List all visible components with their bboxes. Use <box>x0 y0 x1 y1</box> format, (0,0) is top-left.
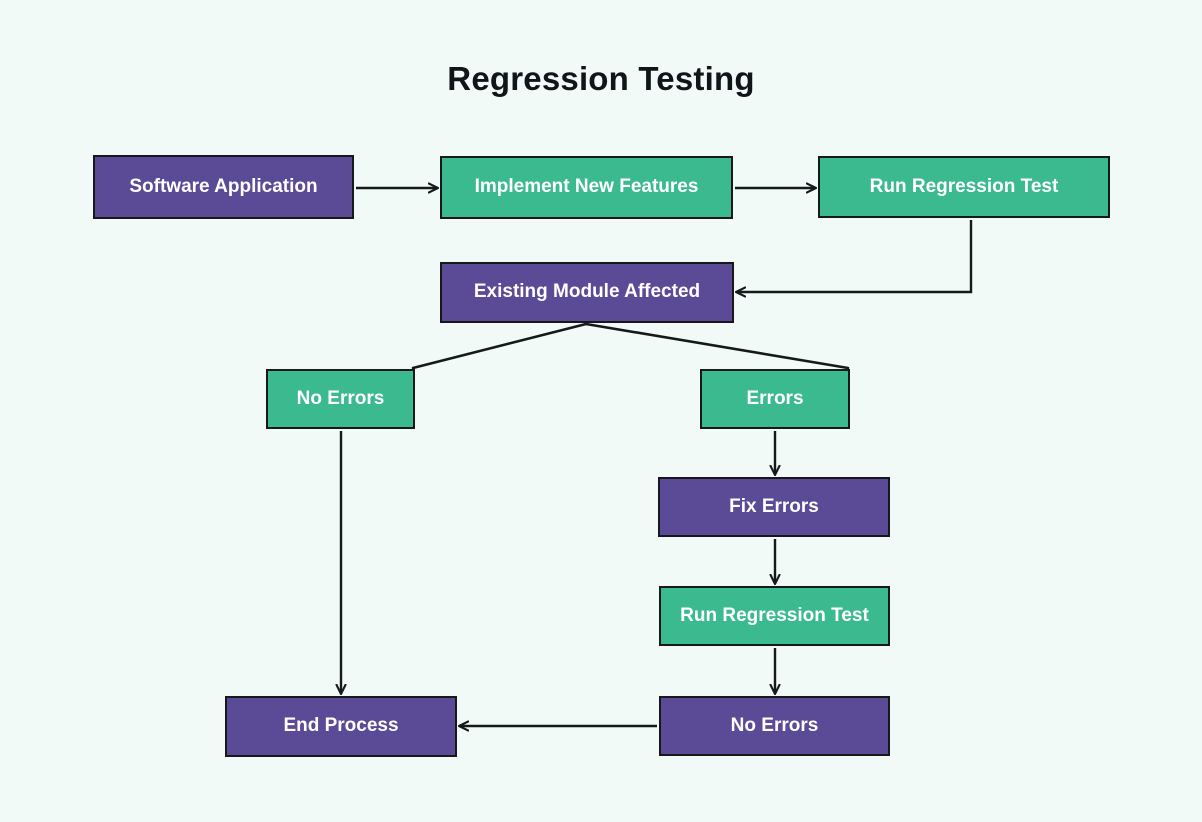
node-no-errors-bottom[interactable]: No Errors <box>659 696 890 756</box>
node-end-process[interactable]: End Process <box>225 696 457 757</box>
node-run-regression-test-bottom[interactable]: Run Regression Test <box>659 586 890 646</box>
edge-existing-to-errors <box>584 322 850 370</box>
edge-runtest-to-existing-module <box>737 220 973 292</box>
node-label: End Process <box>283 715 399 737</box>
node-no-errors-left[interactable]: No Errors <box>266 369 415 429</box>
node-label: No Errors <box>296 387 385 409</box>
node-label: Errors <box>746 387 804 409</box>
node-software-application[interactable]: Software Application <box>93 155 354 219</box>
node-label: Existing Module Affected <box>473 281 701 303</box>
node-label: No Errors <box>730 714 819 736</box>
page-title: Regression Testing <box>447 60 755 97</box>
node-existing-module-affected[interactable]: Existing Module Affected <box>440 262 734 323</box>
node-run-regression-test-top[interactable]: Run Regression Test <box>818 156 1110 218</box>
edge-existing-to-no-errors <box>411 322 588 370</box>
node-fix-errors[interactable]: Fix Errors <box>658 477 890 537</box>
node-errors[interactable]: Errors <box>700 369 850 429</box>
node-label: Implement New Features <box>474 176 699 198</box>
node-implement-new-features[interactable]: Implement New Features <box>440 156 733 219</box>
node-label: Run Regression Test <box>869 175 1059 197</box>
node-label: Software Application <box>129 175 318 197</box>
node-label: Run Regression Test <box>680 604 869 626</box>
node-label: Fix Errors <box>729 495 819 517</box>
